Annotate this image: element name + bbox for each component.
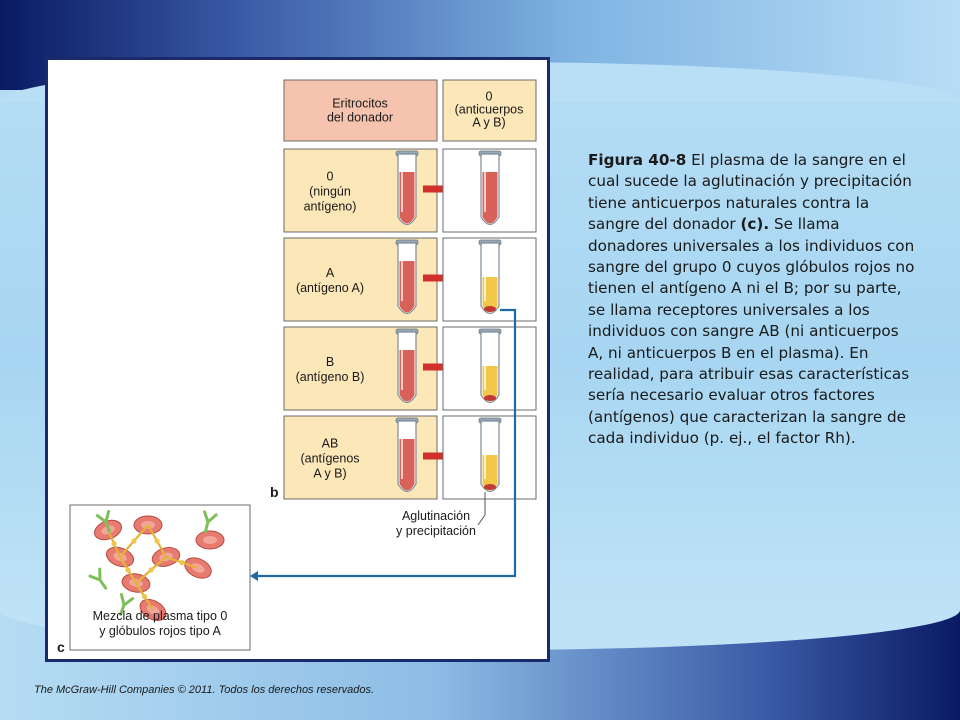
result-tube-1-liquid	[482, 277, 498, 313]
panel-c-letter: c	[57, 639, 65, 655]
donor-label-0-line-0: 0	[327, 170, 334, 184]
caption-text-2: Se llama donadores universales a los ind…	[588, 215, 915, 448]
donor-tube-3-liquid	[399, 439, 415, 491]
header-donor-label-line-0: Eritrocitos	[332, 97, 388, 111]
antibody-node-0	[131, 538, 137, 544]
donor-label-0-line-2: antígeno)	[304, 200, 357, 214]
donor-label-3-line-0: AB	[322, 437, 339, 451]
donor-label-0-line-1: (ningún	[309, 185, 351, 199]
aggl-label-line-0: Aglutinación	[402, 509, 470, 523]
connector-line	[258, 308, 517, 578]
donor-label-1-line-0: A	[326, 266, 335, 280]
antibody-node-6	[141, 593, 148, 600]
aggl-label-line-1: y precipitación	[396, 524, 476, 538]
header-plasma-label-line-1: (anticuerpos	[455, 103, 524, 117]
result-sediment-2	[484, 395, 496, 401]
header-donor-box	[283, 79, 438, 142]
free-antibody-3	[119, 592, 135, 616]
result-sediment-3	[484, 484, 496, 490]
copyright-notice: The McGraw-Hill Companies © 2011. Todos …	[34, 684, 375, 696]
antibody-node-1	[125, 567, 131, 573]
header-plasma-label-line-2: A y B)	[472, 116, 505, 130]
mixture-label-line-0: Mezcla de plasma tipo 0	[93, 609, 228, 623]
caption-text-1: El plasma de la sangre en el cual sucede…	[588, 151, 912, 234]
donor-tube-0-liquid	[399, 172, 415, 224]
antibody-node-3	[154, 538, 160, 544]
connector-arrowhead	[250, 571, 258, 581]
caption-lead: Figura 40-8	[588, 151, 687, 169]
result-tube-2-liquid	[482, 366, 498, 402]
result-tube-0-liquid	[482, 172, 498, 224]
aggl-leader-line	[477, 492, 486, 526]
header-plasma-label-line-0: 0	[486, 90, 493, 104]
figure-caption: Figura 40-8 El plasma de la sangre en el…	[588, 150, 918, 450]
result-sediment-1	[484, 306, 496, 312]
header-plasma-box	[442, 79, 537, 142]
result-tube-3-liquid	[482, 455, 498, 491]
donor-label-3-line-2: A y B)	[313, 467, 346, 481]
mixture-label-line-1: y glóbulos rojos tipo A	[99, 624, 221, 638]
antibody-node-5	[111, 540, 117, 547]
red-cell-center-6	[203, 536, 217, 544]
header-donor-label-line-1: del donador	[327, 111, 393, 125]
antibody-node-2	[148, 567, 154, 573]
panel-b-letter: b	[270, 484, 279, 500]
donor-tube-2-liquid	[399, 350, 415, 402]
caption-bold-ref: (c).	[740, 215, 770, 234]
free-antibody-0	[95, 509, 111, 533]
free-antibody-1	[203, 510, 218, 534]
free-antibody-2	[88, 567, 108, 590]
antibody-node-4	[179, 559, 185, 566]
donor-label-2-line-0: B	[326, 355, 334, 369]
donor-label-1-line-1: (antígeno A)	[296, 281, 364, 295]
donor-label-2-line-1: (antígeno B)	[296, 370, 365, 384]
donor-label-3-line-1: (antígenos	[300, 452, 359, 466]
donor-tube-1-liquid	[399, 261, 415, 313]
